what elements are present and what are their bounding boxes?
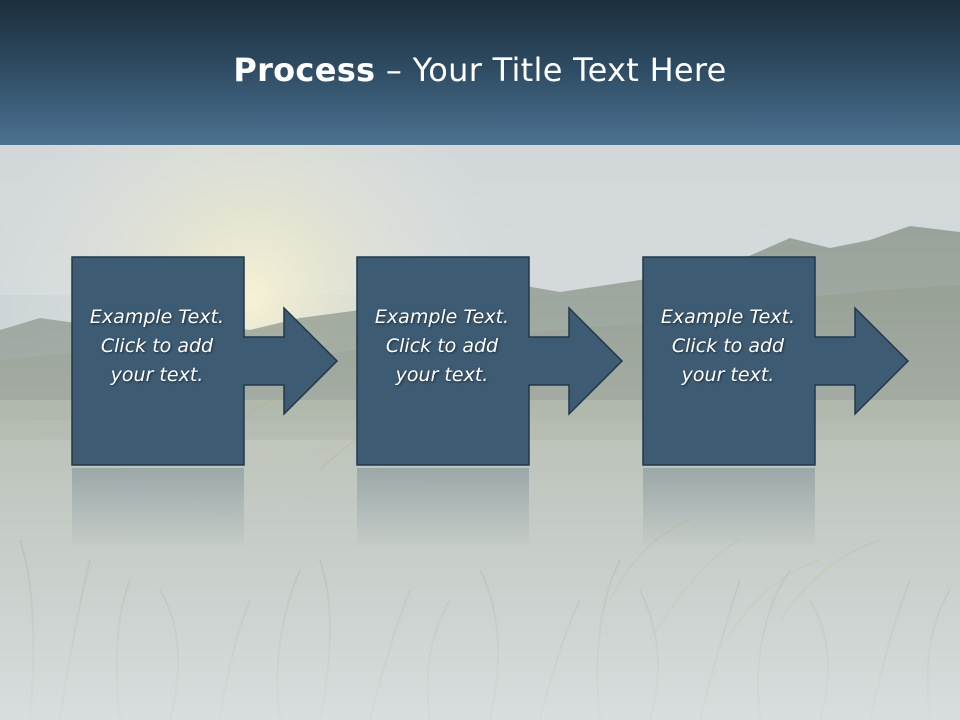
slide-title[interactable]: Process – Your Title Text Here xyxy=(233,51,726,89)
title-rest-part: – Your Title Text Here xyxy=(375,50,727,89)
step-2-reflection xyxy=(357,468,529,548)
step-3-reflection xyxy=(643,468,815,548)
step-1-reflection xyxy=(72,468,244,548)
step-2-arrow-shape xyxy=(356,256,624,466)
step-1-arrow-shape xyxy=(71,256,339,466)
title-bar: Process – Your Title Text Here xyxy=(0,0,960,145)
step-3-text[interactable]: Example Text. Click to add your text. xyxy=(660,305,796,386)
step-1-text[interactable]: Example Text. Click to add your text. xyxy=(89,305,225,386)
step-3-arrow-shape xyxy=(642,256,910,466)
title-bold-part: Process xyxy=(233,50,376,89)
step-2-text[interactable]: Example Text. Click to add your text. xyxy=(374,305,510,386)
